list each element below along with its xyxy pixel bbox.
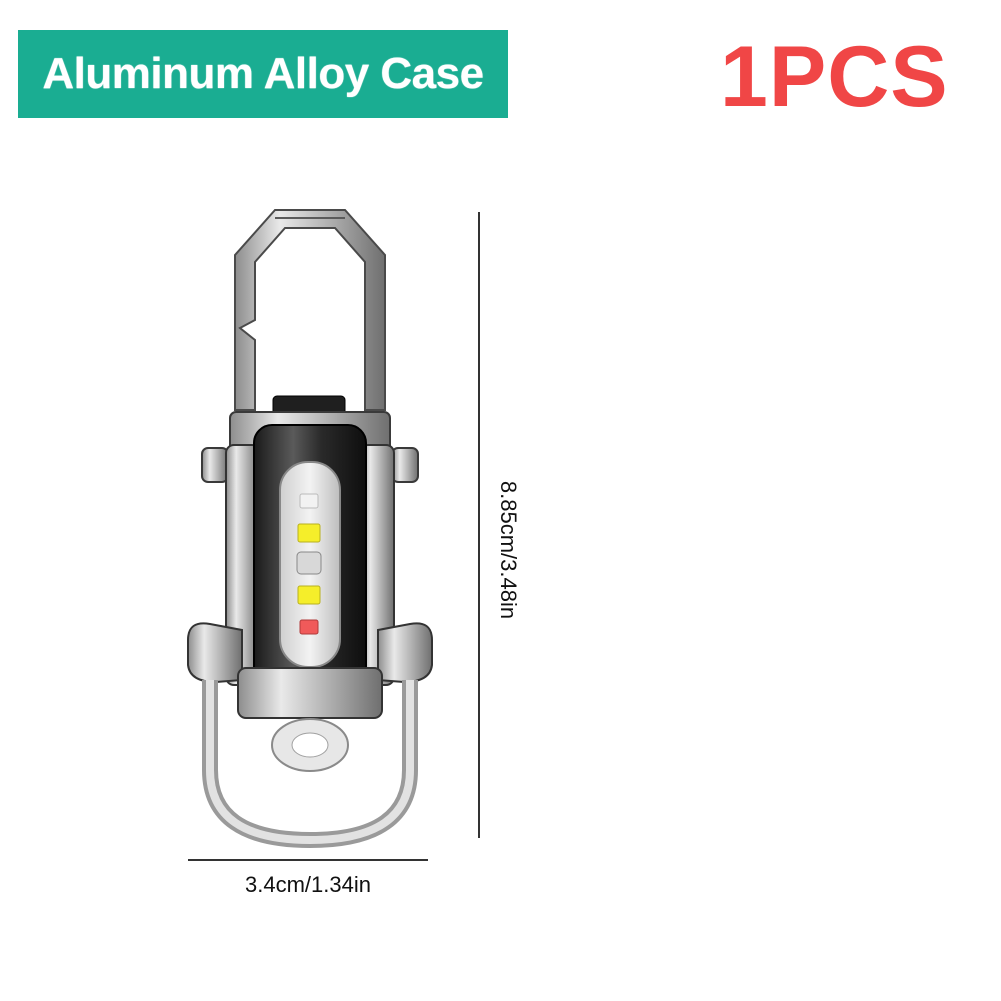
material-banner-label: Aluminum Alloy Case bbox=[42, 49, 484, 98]
height-dimension-line bbox=[478, 212, 480, 838]
height-dimension-label: 8.85cm/3.48in bbox=[496, 480, 521, 620]
keychain-flashlight-icon bbox=[180, 200, 440, 850]
width-dimension-label: 3.4cm/1.34in bbox=[245, 872, 371, 897]
width-dimension-line bbox=[188, 859, 428, 861]
material-banner: Aluminum Alloy Case bbox=[18, 30, 508, 118]
quantity-label: 1PCS bbox=[720, 29, 949, 125]
